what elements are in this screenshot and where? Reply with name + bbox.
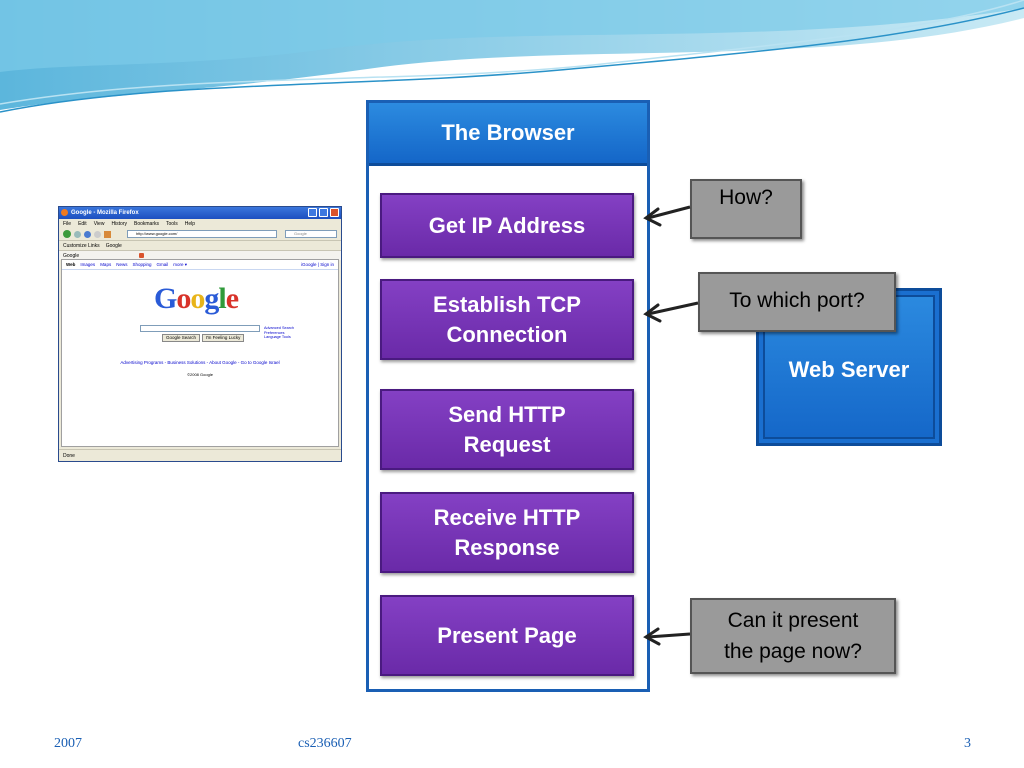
callout-port-text: To which port? bbox=[729, 288, 865, 312]
firefox-menu-bar: File Edit View History Bookmarks Tools H… bbox=[59, 219, 341, 228]
step-send-http-request: Send HTTP Request bbox=[380, 389, 634, 470]
google-divider bbox=[62, 269, 338, 270]
step-present-page: Present Page bbox=[380, 595, 634, 676]
close-icon[interactable] bbox=[330, 208, 339, 217]
google-link-news[interactable]: News bbox=[116, 262, 128, 267]
footer-course: cs236607 bbox=[298, 736, 352, 751]
google-link-images[interactable]: Images bbox=[80, 262, 96, 267]
bookmarks-toolbar: Customize Links Google bbox=[59, 240, 341, 250]
google-link-gmail[interactable]: Gmail bbox=[156, 262, 169, 267]
step-label-line2: Response bbox=[454, 534, 560, 560]
google-link-web[interactable]: Web bbox=[66, 262, 76, 267]
menu-edit[interactable]: Edit bbox=[78, 220, 87, 227]
tab-label: Google bbox=[63, 252, 80, 259]
reload-icon[interactable] bbox=[84, 230, 91, 238]
arrow-port bbox=[647, 301, 699, 316]
step-label-line1: Present Page bbox=[437, 622, 577, 648]
callout-how: How? bbox=[690, 179, 802, 239]
callout-present-line2: the page now? bbox=[724, 640, 862, 663]
google-search-input[interactable] bbox=[140, 325, 260, 332]
advanced-search-link[interactable]: Advanced Search bbox=[264, 326, 294, 330]
arrowhead-how bbox=[643, 207, 662, 227]
url-bar[interactable]: http://www.google.com/ bbox=[127, 230, 277, 238]
bookmark-customize-links[interactable]: Customize Links bbox=[63, 242, 100, 249]
step-establish-tcp: Establish TCP Connection bbox=[380, 279, 634, 360]
step-label-line1: Get IP Address bbox=[428, 212, 586, 238]
back-icon[interactable] bbox=[63, 230, 71, 238]
step-get-ip-address: Get IP Address bbox=[380, 193, 634, 258]
stop-icon[interactable] bbox=[94, 230, 101, 238]
arrow-how bbox=[647, 205, 691, 220]
home-icon[interactable] bbox=[104, 230, 111, 238]
step-label-line2: Connection bbox=[446, 321, 568, 347]
tab-close-icon[interactable] bbox=[139, 253, 144, 258]
footer-page-number: 3 bbox=[964, 736, 971, 751]
firefox-status-bar: Done bbox=[59, 449, 341, 461]
footer-year: 2007 bbox=[54, 736, 82, 751]
menu-help[interactable]: Help bbox=[184, 220, 195, 227]
menu-history[interactable]: History bbox=[111, 220, 127, 227]
bookmark-google[interactable]: Google bbox=[105, 242, 122, 249]
step-receive-http-response: Receive HTTP Response bbox=[380, 492, 634, 573]
step-label-line2: Request bbox=[463, 431, 551, 457]
arrowhead-present bbox=[643, 627, 661, 646]
arrow-present bbox=[647, 632, 691, 639]
callout-how-text: How? bbox=[719, 185, 773, 209]
google-footer-links[interactable]: Advertising Programs - Business Solution… bbox=[120, 360, 280, 365]
callout-which-port: To which port? bbox=[698, 272, 896, 332]
google-advanced-links: Advanced Search Preferences Language Too… bbox=[264, 326, 294, 340]
menu-bookmarks[interactable]: Bookmarks bbox=[134, 220, 160, 227]
maximize-icon[interactable] bbox=[319, 208, 328, 217]
firefox-window-title: Google - Mozilla Firefox bbox=[71, 210, 139, 216]
step-label-line1: Send HTTP bbox=[448, 401, 566, 427]
web-server-label: Web Server bbox=[788, 357, 910, 382]
callout-present-line1: Can it present bbox=[727, 609, 859, 632]
step-label-line1: Receive HTTP bbox=[433, 504, 581, 530]
google-link-maps[interactable]: Maps bbox=[100, 262, 112, 267]
firefox-nav-bar: http://www.google.com/ Google bbox=[59, 228, 341, 240]
google-nav-links: Web Images Maps News Shopping Gmail more… bbox=[66, 262, 187, 268]
header-wave-decoration bbox=[0, 0, 1024, 113]
firefox-tab[interactable]: Google bbox=[59, 250, 341, 260]
firefox-title-bar: Google - Mozilla Firefox bbox=[59, 207, 341, 219]
firefox-search-box[interactable]: Google bbox=[285, 230, 337, 238]
firefox-logo-icon bbox=[61, 209, 68, 216]
google-link-shopping[interactable]: Shopping bbox=[132, 262, 152, 267]
google-copyright: ©2008 Google bbox=[187, 372, 213, 377]
preferences-link[interactable]: Preferences bbox=[264, 330, 285, 335]
feeling-lucky-button[interactable]: I'm Feeling Lucky bbox=[202, 334, 244, 342]
google-homepage: Web Images Maps News Shopping Gmail more… bbox=[61, 259, 339, 447]
step-label-line1: Establish TCP bbox=[433, 291, 581, 317]
google-search-button[interactable]: Google Search bbox=[162, 334, 200, 342]
forward-icon[interactable] bbox=[74, 230, 81, 238]
minimize-icon[interactable] bbox=[308, 208, 317, 217]
menu-tools[interactable]: Tools bbox=[166, 220, 178, 227]
arrowhead-port bbox=[643, 303, 662, 323]
callout-present-now: Can it present the page now? bbox=[690, 598, 896, 674]
firefox-screenshot: Google - Mozilla Firefox File Edit View … bbox=[58, 206, 342, 462]
google-link-more[interactable]: more ▾ bbox=[173, 262, 188, 267]
language-tools-link[interactable]: Language Tools bbox=[264, 335, 291, 340]
google-logo: Google bbox=[154, 282, 239, 315]
menu-view[interactable]: View bbox=[93, 220, 105, 227]
google-account-links[interactable]: iGoogle | Sign in bbox=[301, 262, 334, 267]
browser-title: The Browser bbox=[369, 103, 647, 166]
menu-file[interactable]: File bbox=[63, 220, 72, 227]
